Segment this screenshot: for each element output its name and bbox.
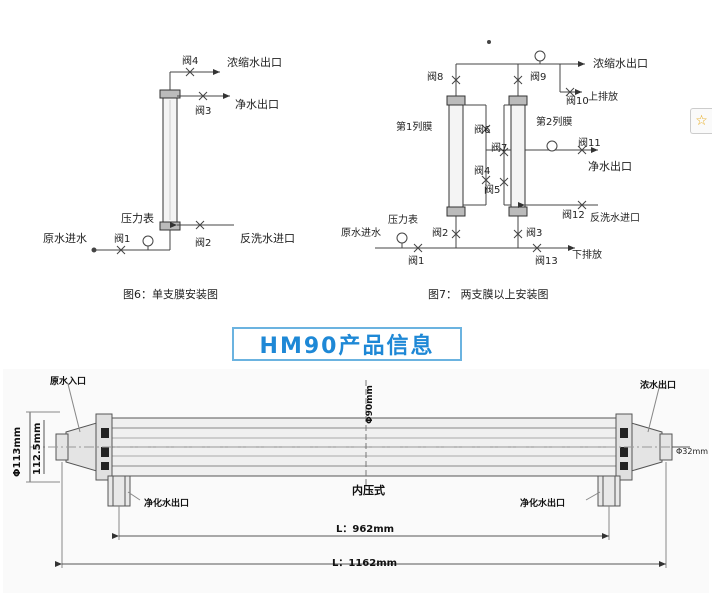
fig7-valve13-label: 阀13: [535, 254, 558, 267]
fig6-bottom-cap: [159, 221, 181, 231]
fig7-concentrate-outlet-label: 浓缩水出口: [593, 56, 648, 70]
fig7-membrane2-tube: [510, 103, 526, 209]
fig7-valve6-label: 阀6: [474, 123, 490, 136]
fig7-valve7-label: 阀7: [491, 141, 507, 154]
fig7-valve3-label: 阀3: [526, 226, 542, 239]
fig7-gauge-label: 压力表: [388, 213, 418, 226]
spec-drawing: [26, 380, 690, 568]
fig7-pure-outlet-label: 净水出口: [588, 159, 632, 173]
fig7-valve4-icon: [481, 175, 491, 185]
spec-112-5-label: 112.5mm: [32, 423, 43, 475]
fig7-valve5-label: 阀5: [484, 183, 500, 196]
fig7-valve10-icon: [565, 87, 575, 97]
fig7-membrane2-label: 第2列膜: [536, 115, 572, 128]
banner-title: HM90产品信息: [259, 334, 435, 359]
fig7-gauge-icon: [396, 232, 408, 244]
fig7-valve6-icon: [481, 124, 491, 134]
fig7-caption: 图7： 两支膜以上安装图: [428, 287, 549, 301]
fig6-top-cap: [159, 89, 181, 99]
fig6-valve3-icon: [198, 91, 208, 101]
fig7-valve11-icon: [577, 145, 587, 155]
fig7-top-gauge-icon: [534, 50, 546, 62]
fig7-valve8-icon: [451, 75, 461, 85]
fig6-gauge-icon: [142, 235, 154, 247]
fig7-valve9-icon: [513, 75, 523, 85]
fig7-multi-membrane: [375, 40, 598, 253]
product-info-banner: HM90产品信息: [232, 327, 462, 361]
fig7-valve4-label: 阀4: [474, 164, 490, 177]
fig6-caption: 图6：单支膜安装图: [123, 287, 218, 301]
fig7-valve8-label: 阀8: [427, 70, 443, 83]
spec-raw-inlet-label: 原水入口: [50, 375, 86, 387]
fig6-valve2-label: 阀2: [195, 236, 211, 249]
fig6-valve4-icon: [185, 67, 195, 77]
fig7-membrane1-tube: [448, 103, 464, 209]
fig7-valve11-label: 阀11: [578, 136, 601, 149]
spec-dia90-label: Φ90mm: [365, 385, 375, 424]
fig6-gauge-label: 压力表: [121, 211, 154, 225]
spec-dia32-label: Φ32mm: [676, 447, 708, 456]
fig7-valve7-icon: [499, 147, 509, 157]
fig6-valve1-icon: [116, 245, 126, 255]
spec-dia113-label: Φ113mm: [12, 427, 23, 477]
fig7-raw-inlet-label: 原水进水: [341, 227, 381, 239]
spec-length-1162-label: L：1162mm: [332, 558, 397, 569]
fig7-valve12-icon: [577, 200, 587, 210]
fig6-valve4-label: 阀4: [182, 54, 198, 67]
fig6-pure-outlet-label: 净水出口: [235, 97, 279, 111]
fig6-raw-inlet-label: 原水进水: [43, 232, 87, 245]
fig7-bottom-drain-label: 下排放: [572, 248, 602, 261]
favorite-star-icon[interactable]: ☆: [690, 108, 712, 134]
fig7-valve13-icon: [532, 243, 542, 253]
fig6-valve2-icon: [195, 220, 205, 230]
spec-length-962-label: L：962mm: [336, 524, 394, 535]
fig7-valve5-icon: [499, 177, 509, 187]
fig7-valve9-label: 阀9: [530, 70, 546, 83]
spec-pure-outlet-right-label: 净化水出口: [520, 497, 565, 509]
spec-pure-outlet-left-label: 净化水出口: [144, 497, 189, 509]
fig7-valve12-label: 阀12: [562, 208, 585, 221]
spec-type-label: 内压式: [352, 483, 385, 497]
spec-concentrate-outlet-label: 浓水出口: [640, 379, 676, 391]
fig6-concentrate-outlet-label: 浓缩水出口: [227, 55, 282, 69]
fig7-valve1-label: 阀1: [408, 254, 424, 267]
fig6-single-membrane: [91, 67, 234, 255]
fig7-membrane1-label: 第1列膜: [396, 120, 432, 133]
fig7-valve2-icon: [451, 229, 461, 239]
fig7-valve10-label: 阀10: [566, 94, 589, 107]
fig7-backwash-inlet-label: 反洗水进口: [590, 212, 640, 224]
fig6-valve1-label: 阀1: [114, 232, 130, 245]
fig6-valve3-label: 阀3: [195, 104, 211, 117]
fig6-backwash-inlet-label: 反洗水进口: [240, 232, 295, 245]
fig7-top-drain-label: 上排放: [588, 90, 618, 103]
fig7-valve3-icon: [513, 229, 523, 239]
fig7-valve1-icon: [413, 243, 423, 253]
fig7-valve2-label: 阀2: [432, 226, 448, 239]
